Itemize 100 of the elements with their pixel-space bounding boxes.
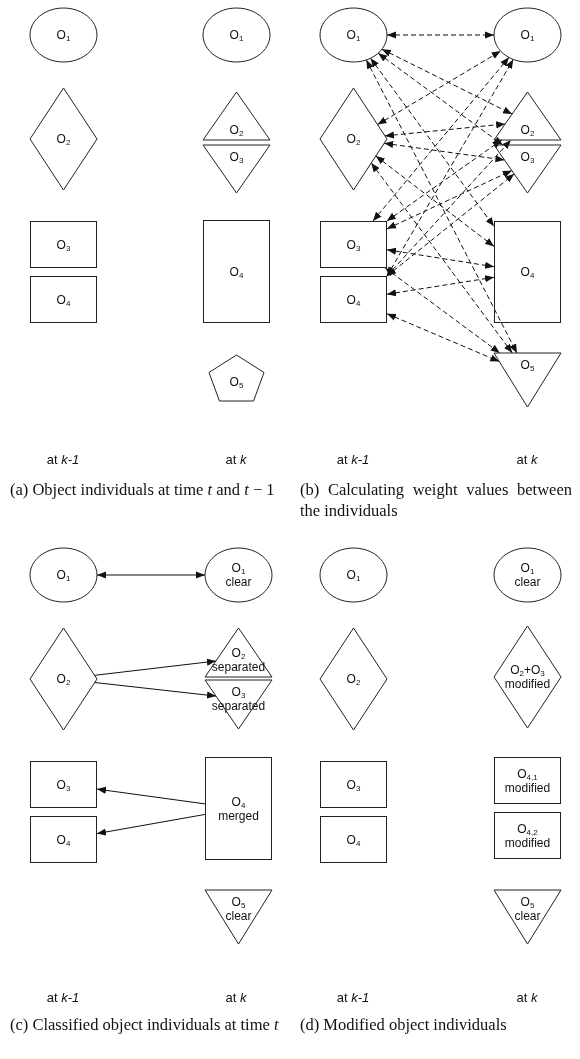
status-label: clear bbox=[514, 909, 541, 923]
diamond-node bbox=[320, 628, 387, 730]
diamond-node bbox=[320, 88, 387, 190]
arrow bbox=[96, 813, 206, 836]
inverted-triangle-node bbox=[494, 890, 561, 944]
diamond-node bbox=[30, 88, 97, 190]
inverted-triangle-node bbox=[205, 680, 272, 729]
arrow bbox=[96, 786, 206, 805]
status-label: merged bbox=[218, 808, 259, 823]
rectangle-node bbox=[320, 221, 387, 268]
object-label: O$_{1}$ bbox=[520, 561, 535, 575]
status-label: modified bbox=[504, 677, 551, 691]
object-label: O$_{1}$ bbox=[229, 28, 244, 42]
object-label: O$_{2}$ bbox=[520, 123, 535, 137]
rectangle-node bbox=[30, 221, 97, 268]
status-label: separated bbox=[211, 699, 266, 713]
object-label: O$_{4}$ bbox=[346, 832, 361, 847]
object-label: O$_{4}$ bbox=[56, 832, 71, 847]
time-label: at k-1 bbox=[46, 452, 80, 467]
status-label: clear bbox=[225, 909, 252, 923]
arrow bbox=[386, 173, 515, 277]
arrow bbox=[370, 162, 513, 354]
arrow bbox=[386, 139, 503, 222]
inverted-triangle-node bbox=[494, 145, 561, 193]
object-label: O$_{5}$ bbox=[231, 895, 246, 909]
status-label: modified bbox=[504, 780, 551, 795]
object-label: O$_{4}$ bbox=[229, 264, 244, 279]
object-label: O$_{1}$ bbox=[56, 568, 71, 582]
object-label: O$_{4}$ bbox=[231, 794, 246, 809]
arrow bbox=[386, 313, 500, 362]
arrow bbox=[386, 170, 513, 230]
object-label: O$_{1}$ bbox=[231, 561, 246, 575]
object-label: O$_{4}$ bbox=[520, 265, 535, 279]
rectangle-node bbox=[494, 812, 561, 859]
triangle-node bbox=[494, 92, 561, 140]
object-label: O$_{2}$ bbox=[229, 123, 244, 137]
rectangle-node bbox=[494, 757, 561, 804]
arrow bbox=[94, 682, 217, 699]
object-label: O$_{5}$ bbox=[520, 358, 535, 372]
arrow bbox=[365, 59, 518, 354]
object-label: O$_{1}$ bbox=[346, 568, 361, 582]
rectangle-node bbox=[30, 816, 97, 863]
object-label: O$_{3}$ bbox=[231, 685, 246, 699]
time-label: at k bbox=[225, 452, 247, 467]
object-label: O$_{3}$ bbox=[346, 237, 361, 252]
rectangle-node bbox=[320, 276, 387, 323]
object-label: O$_{4,2}$ bbox=[517, 821, 538, 836]
time-label: at k bbox=[225, 990, 247, 1005]
diamond-node bbox=[30, 628, 97, 730]
object-label: O$_{4}$ bbox=[56, 292, 71, 307]
object-label: O$_{1}$ bbox=[520, 28, 535, 42]
arrow bbox=[386, 31, 495, 39]
arrow bbox=[384, 121, 506, 139]
time-label: at k-1 bbox=[336, 452, 370, 467]
object-label: O$_{2}$ bbox=[56, 672, 71, 686]
arrow bbox=[377, 52, 504, 146]
pentagon-node bbox=[209, 355, 264, 401]
arrow bbox=[94, 658, 217, 676]
rectangle-node bbox=[494, 221, 561, 323]
arrow bbox=[377, 50, 502, 126]
time-label: at k bbox=[516, 452, 538, 467]
object-label: O$_{3}$ bbox=[346, 777, 361, 792]
object-label: O$_{1}$ bbox=[346, 28, 361, 42]
subfigure-caption: (a) Object individuals at time t and t − 1 bbox=[10, 479, 276, 500]
object-label: O$_{3}$ bbox=[520, 150, 535, 164]
object-label: O$_{2}$ bbox=[56, 132, 71, 146]
diamond-node bbox=[494, 626, 561, 728]
arrow bbox=[375, 155, 495, 247]
time-label: at k-1 bbox=[46, 990, 80, 1005]
inverted-triangle-node bbox=[205, 890, 272, 944]
object-label: O$_{3}$ bbox=[56, 237, 71, 252]
subfigure-caption: (b) Calculating weight values between the individuals bbox=[300, 479, 572, 521]
object-label: O$_{3}$ bbox=[56, 777, 71, 792]
inverted-triangle-node bbox=[494, 353, 561, 407]
time-label: at k bbox=[516, 990, 538, 1005]
rectangle-node bbox=[30, 276, 97, 323]
status-label: clear bbox=[225, 575, 252, 589]
object-label: O$_{2}$ bbox=[231, 646, 246, 660]
status-label: clear bbox=[514, 575, 541, 589]
arrow bbox=[383, 140, 505, 163]
triangle-node bbox=[205, 628, 272, 677]
status-label: separated bbox=[211, 660, 266, 674]
rectangle-node bbox=[320, 816, 387, 863]
object-label: O$_{5}$ bbox=[520, 895, 535, 909]
object-label: O$_{4,1}$ bbox=[517, 766, 538, 781]
time-label: at k-1 bbox=[336, 990, 370, 1005]
object-label: O$_{2}$ bbox=[346, 132, 361, 146]
rectangle-node bbox=[205, 757, 272, 860]
object-label: O$_{5}$ bbox=[229, 375, 244, 389]
rectangle-node bbox=[320, 761, 387, 808]
rectangle-node bbox=[30, 761, 97, 808]
object-label: O$_{3}$ bbox=[229, 150, 244, 164]
arrow bbox=[381, 48, 513, 115]
object-label: O$_{4}$ bbox=[346, 292, 361, 307]
triangle-node bbox=[203, 92, 270, 140]
subfigure-caption: (c) Classified object individuals at time t bbox=[10, 1014, 280, 1035]
arrow bbox=[386, 275, 495, 297]
object-label: O$_{2}$+O$_{3}$ bbox=[510, 663, 545, 677]
object-label: O$_{2}$ bbox=[346, 672, 361, 686]
arrow bbox=[96, 571, 206, 579]
